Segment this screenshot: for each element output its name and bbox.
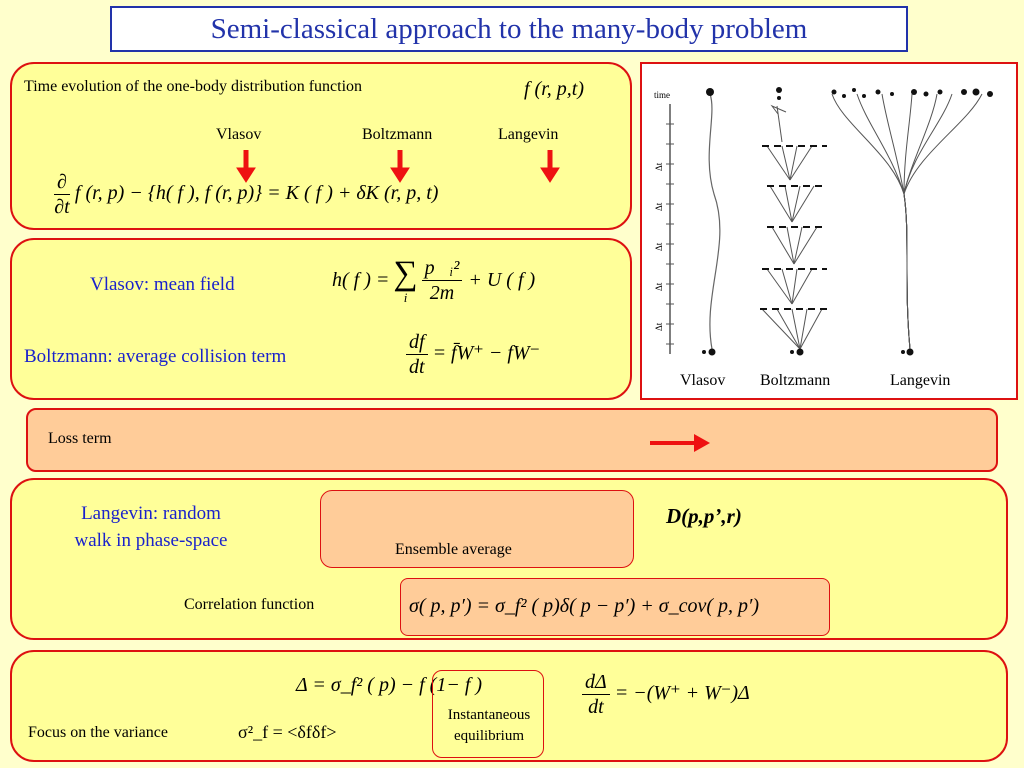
loss-term-text: Loss term [48, 430, 112, 447]
label-vlasov: Vlasov [216, 126, 262, 143]
instantaneous-text: Instantaneous equilibrium [433, 705, 545, 747]
panel-time-evolution: Time evolution of the one-body distribut… [10, 62, 632, 230]
vlasov-eq-num: p⃗ᵢ² [421, 256, 463, 281]
boltz-rhs: = f̄W⁺ − fW⁻ [432, 342, 541, 365]
instantaneous-equilibrium-box: Instantaneous equilibrium [432, 670, 544, 758]
intro-math: f (r, p,t) [524, 78, 584, 100]
vlasov-label: Vlasov: mean field [90, 274, 235, 295]
slide-title: Semi-classical approach to the many-body… [110, 6, 908, 52]
vlasov-eq-den: 2m [429, 282, 455, 304]
inst-line2: equilibrium [454, 728, 524, 744]
label-boltzmann: Boltzmann [362, 126, 433, 143]
ensemble-average-text: Ensemble average [395, 541, 512, 558]
langevin-label: Langevin: random walk in phase-space [36, 500, 266, 554]
trajectory-diagram [666, 87, 993, 356]
eq-rest: f (r, p) − {h( f ), f (r, p)} = K ( f ) … [74, 182, 439, 205]
boltz-den: dt [409, 356, 425, 378]
correlation-box: σ( p, p′) = σ_f² ( p)δ( p − p′) + σ_cov(… [400, 578, 830, 636]
langevin-line2: walk in phase-space [74, 530, 228, 551]
caption-boltzmann: Boltzmann [760, 372, 831, 389]
diffusion-coefficient: D(p,p’,r) [666, 504, 742, 528]
sum-symbol: ∑ [393, 254, 418, 292]
vlasov-eq-right: + U ( f ) [468, 269, 536, 291]
sum-index: i [403, 289, 408, 305]
boltz-num: df [406, 330, 428, 355]
intro-text: Time evolution of the one-body distribut… [24, 78, 363, 95]
vlasov-eq-left: h( f ) = [332, 269, 390, 291]
focus-text: Focus on the variance [28, 724, 168, 741]
langevin-line1: Langevin: random [81, 503, 221, 524]
eq-num: ∂ [54, 170, 70, 195]
panel-langevin: Langevin: random walk in phase-space Ens… [10, 478, 1008, 640]
correlation-equation: σ( p, p′) = σ_f² ( p)δ( p − p′) + σ_cov(… [409, 595, 760, 617]
time-label: time [654, 90, 670, 100]
inst-line1: Instantaneous [447, 707, 531, 723]
loss-arrow-icon [650, 434, 710, 452]
boltzmann-label: Boltzmann: average collision term [24, 346, 287, 367]
red-arrows [236, 150, 560, 183]
correlation-label: Correlation function [184, 596, 315, 613]
ddt-rhs: = −(W⁺ + W⁻)Δ [614, 682, 750, 705]
trajectory-figure: time Δt Δt Δt Δt Δt Vlasov Boltzmann Lan… [640, 62, 1018, 400]
dt-label: Δt Δt Δt Δt Δt [654, 162, 664, 331]
panel-loss-term: Loss term [26, 408, 998, 472]
panel-variance: Δ = σ_f² ( p) − f (1− f ) Instantaneous … [10, 650, 1008, 762]
ddt-num: dΔ [582, 670, 610, 695]
eq-den: ∂t [54, 196, 70, 218]
focus-math: σ²_f = <δfδf> [238, 722, 337, 742]
label-langevin: Langevin [498, 126, 559, 143]
caption-vlasov: Vlasov [680, 372, 726, 389]
ddt-den: dt [588, 696, 604, 718]
ensemble-average-box: Ensemble average [320, 490, 634, 568]
caption-langevin: Langevin [890, 372, 951, 389]
main-equation: ∂∂t f (r, p) − {h( f ), f (r, p)} = K ( … [54, 170, 438, 219]
